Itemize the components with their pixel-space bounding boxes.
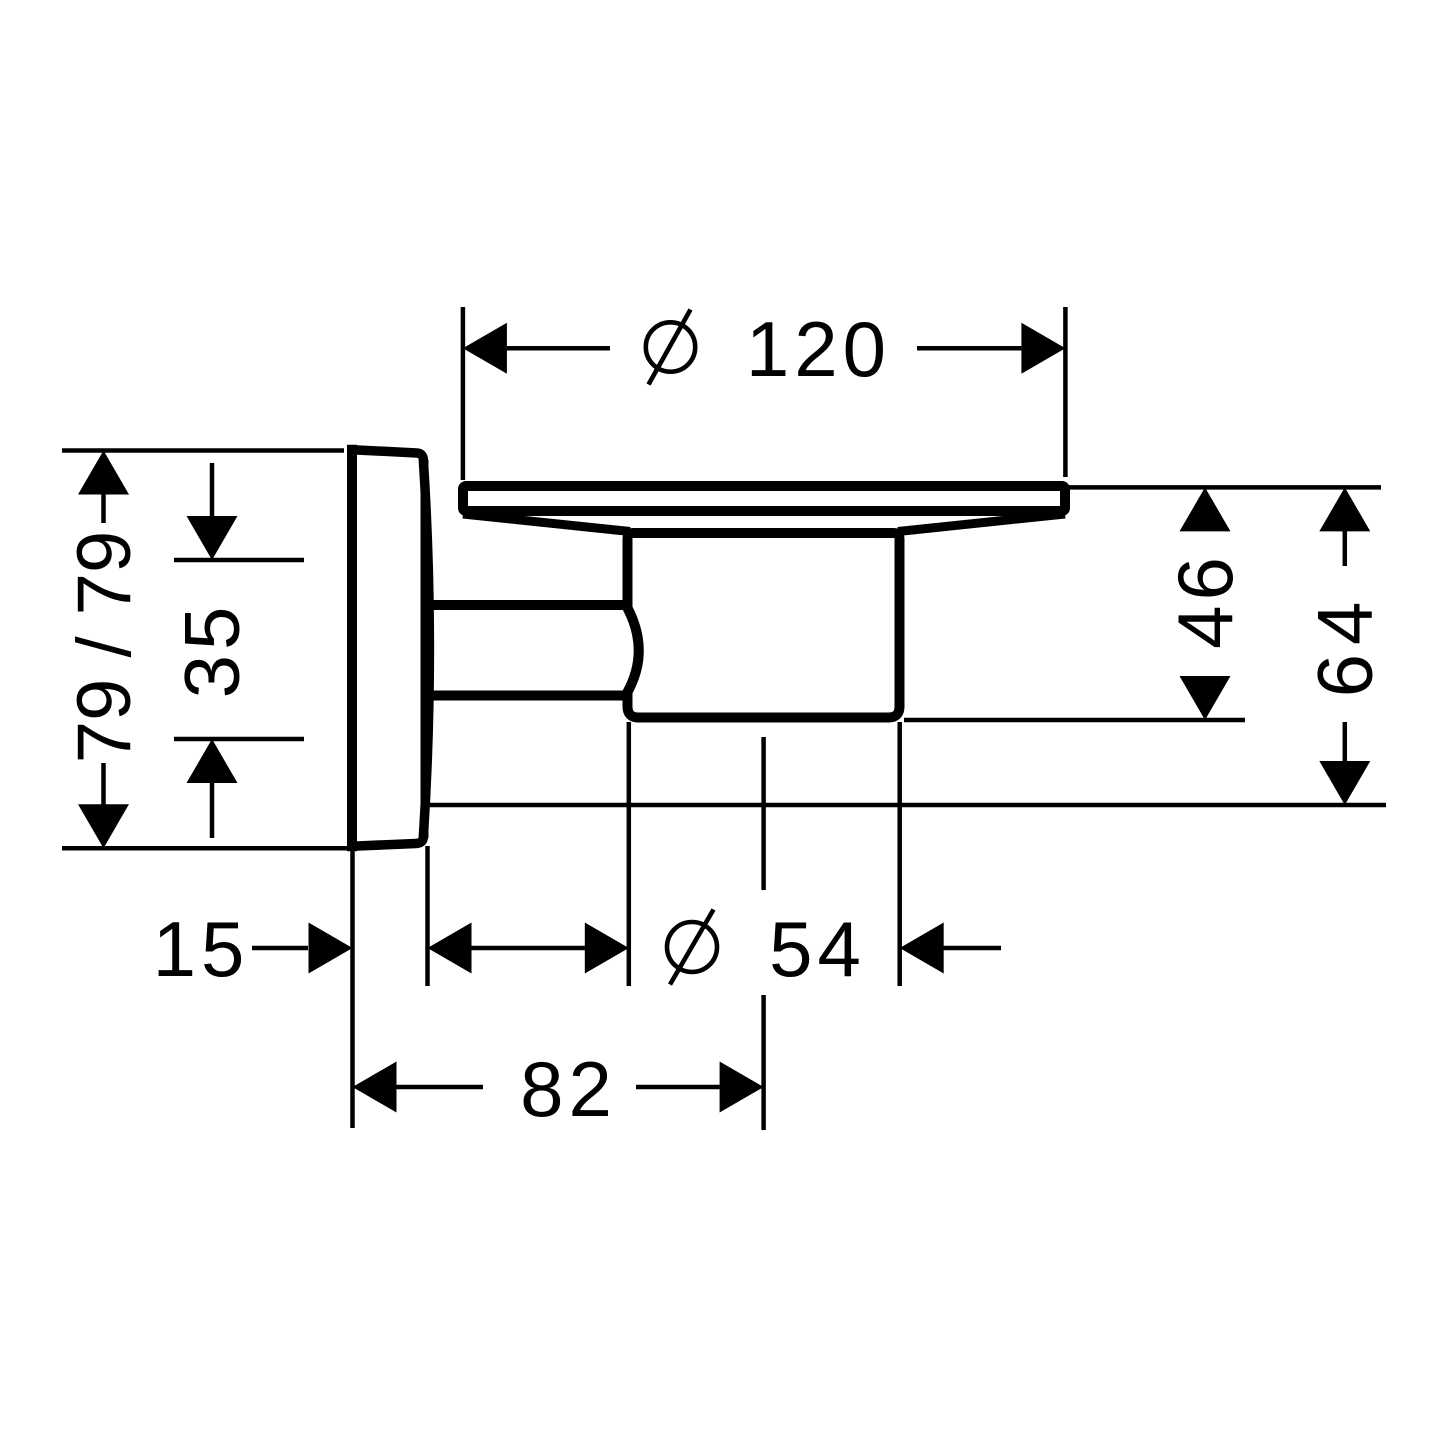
svg-text:54: 54 <box>769 905 866 993</box>
svg-text:82: 82 <box>520 1045 617 1133</box>
svg-text:35: 35 <box>168 602 256 699</box>
svg-text:79 / 79: 79 / 79 <box>62 531 147 763</box>
svg-text:46: 46 <box>1161 552 1249 649</box>
svg-text:15: 15 <box>153 905 250 993</box>
svg-text:64: 64 <box>1300 593 1388 698</box>
svg-text:120: 120 <box>746 305 891 393</box>
